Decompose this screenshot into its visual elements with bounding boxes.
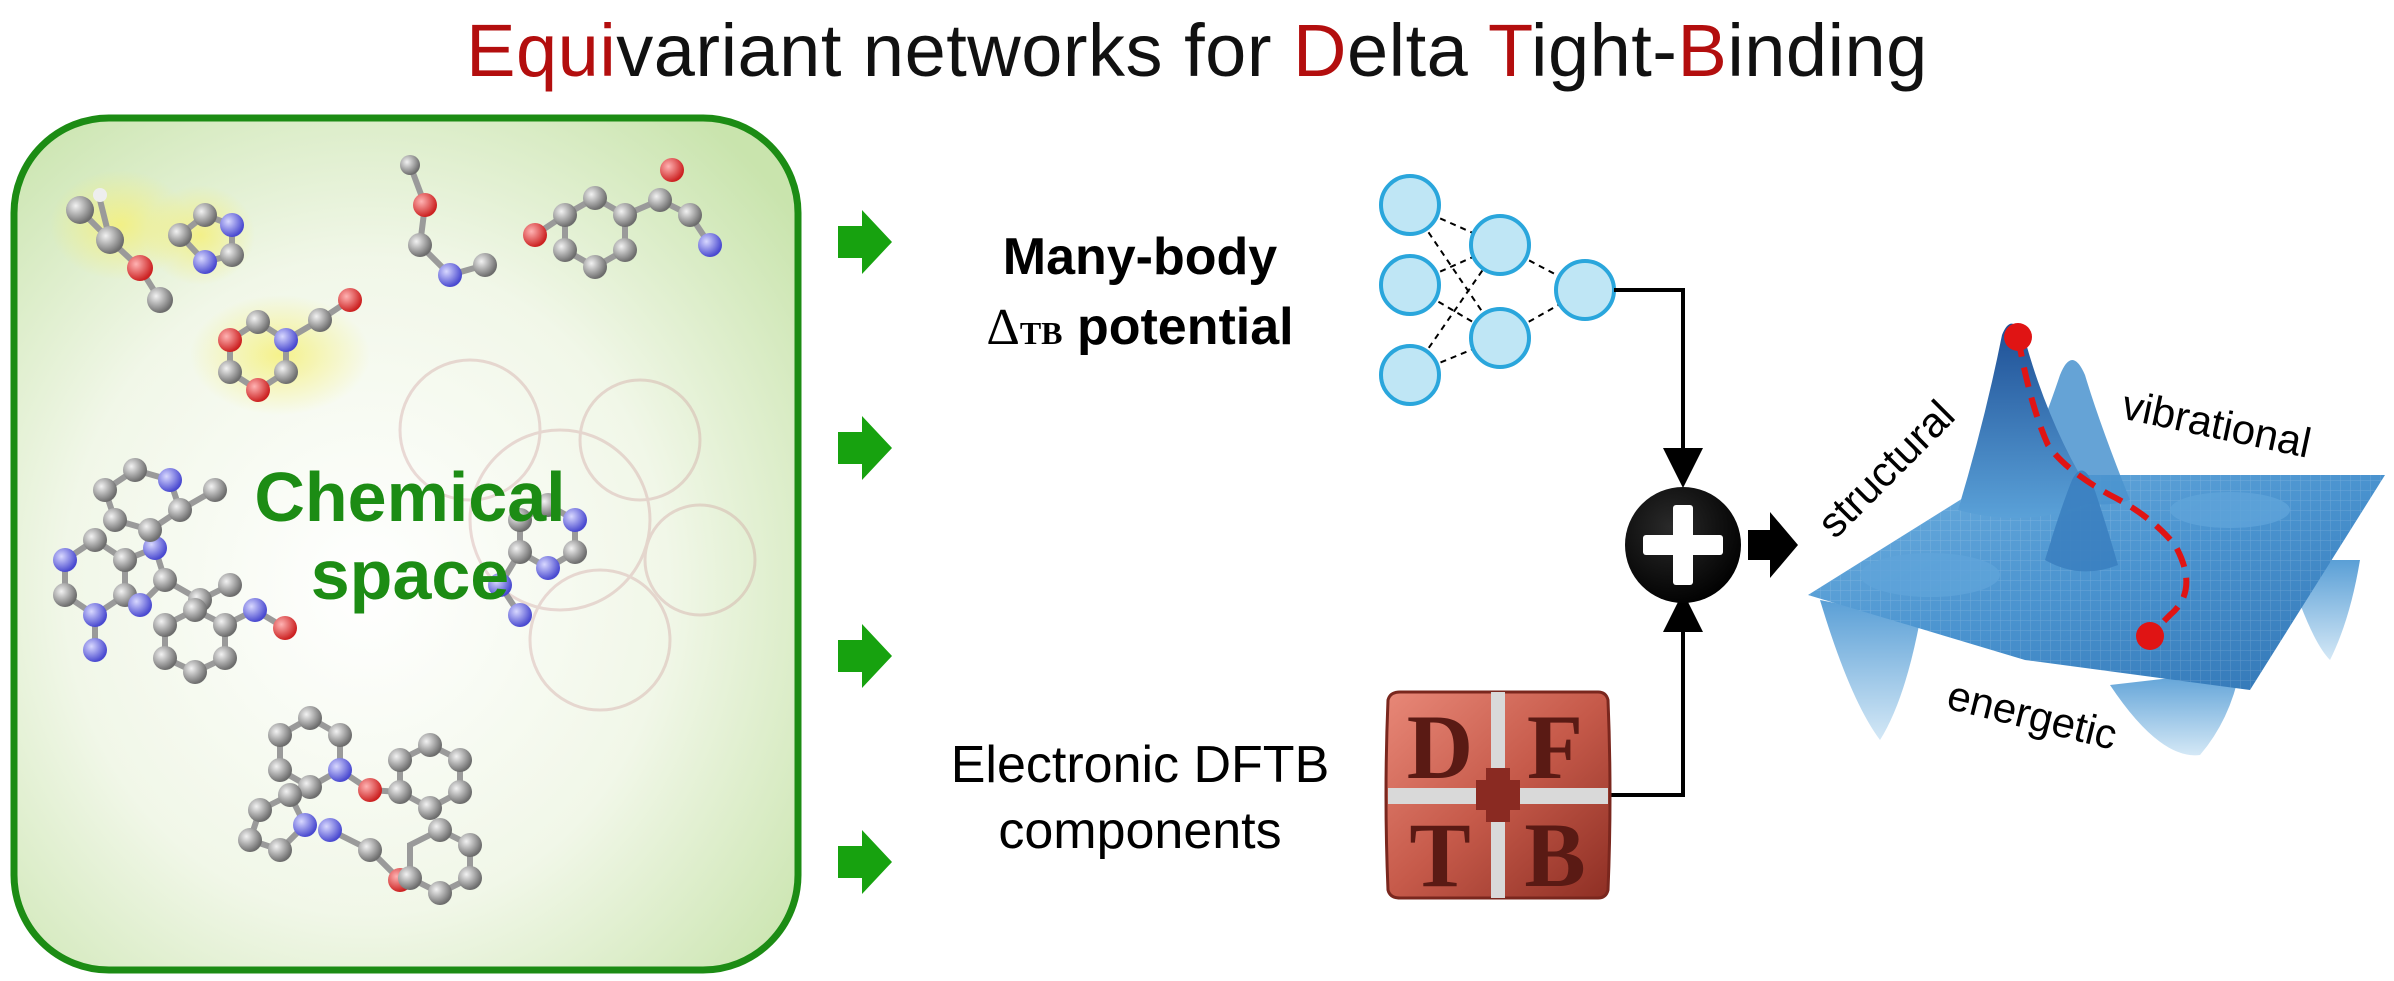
- connector-lines: [1610, 288, 1703, 797]
- chemical-space-line1: Chemical: [254, 458, 566, 536]
- molecule-icon: [523, 158, 722, 279]
- start-point: [2004, 323, 2032, 351]
- end-point: [2136, 622, 2164, 650]
- molecule-icon: [53, 528, 242, 662]
- molecule-icon: [400, 155, 497, 287]
- many-body-line2: ΔTB potential: [960, 292, 1320, 368]
- green-arrows: [838, 210, 892, 894]
- title-segment: elta: [1346, 9, 1489, 92]
- electronic-label: Electronic DFTB components: [910, 732, 1370, 864]
- molecule-icon: [66, 188, 173, 313]
- chemical-space-label: Chemical space: [230, 458, 590, 614]
- nn-node: [1554, 259, 1616, 321]
- delta-subscript: TB: [1019, 315, 1063, 351]
- arrow-right-icon: [838, 830, 892, 894]
- pes-label-energetic: energetic: [1943, 671, 2122, 758]
- arrow-right-icon: [838, 416, 892, 480]
- molecule-icon: [93, 458, 227, 542]
- molecule-icon: [218, 288, 362, 402]
- polymer-cluster: [398, 358, 757, 712]
- nn-node: [1469, 307, 1531, 369]
- molecule-icon: [238, 783, 317, 862]
- nn-node: [1379, 254, 1441, 316]
- dftb-letter-b: B: [1524, 804, 1585, 906]
- arrow-right-icon: [838, 210, 892, 274]
- arrow-right-icon: [838, 624, 892, 688]
- molecule-icon: [168, 203, 244, 274]
- many-body-label: Many-body ΔTB potential: [960, 222, 1320, 368]
- nn-node: [1469, 214, 1531, 276]
- title-segment: inding: [1727, 9, 1928, 92]
- plus-icon: [1625, 487, 1741, 603]
- chemical-space-panel: [10, 114, 802, 974]
- arrow-right-icon: [1748, 512, 1798, 578]
- molecule-icon: [153, 598, 297, 684]
- dftb-letter-d: D: [1407, 696, 1473, 798]
- molecule-icon: [488, 493, 587, 627]
- potential-energy-surface: structural vibrational energetic: [1808, 323, 2385, 759]
- molecule-glow: [190, 295, 370, 415]
- dftb-letter-t: T: [1409, 804, 1470, 906]
- nn-node: [1379, 174, 1441, 236]
- title-segment: ight-: [1531, 9, 1678, 92]
- title-accent-segment: T: [1488, 9, 1531, 92]
- title-segment: variant networks for: [616, 9, 1294, 92]
- figure-title: Equivariant networks for Delta Tight-Bin…: [0, 8, 2394, 93]
- chemical-space-line2: space: [310, 536, 510, 614]
- title-accent-segment: D: [1293, 9, 1347, 92]
- molecule-icon: [398, 818, 482, 905]
- pes-label-vibrational: vibrational: [2118, 381, 2315, 467]
- delta-symbol: Δ: [986, 299, 1020, 356]
- electronic-line1: Electronic DFTB: [950, 736, 1330, 794]
- dftb-letter-f: F: [1527, 696, 1583, 798]
- neural-network-icon: [1379, 174, 1616, 406]
- many-body-line1: Many-body: [1002, 228, 1278, 286]
- title-accent-segment: Equi: [466, 9, 617, 92]
- title-accent-segment: B: [1677, 9, 1728, 92]
- electronic-line2: components: [998, 802, 1282, 860]
- nn-node: [1379, 344, 1441, 406]
- molecule-icon: [268, 706, 472, 892]
- dftb-logo: D F T B: [1384, 690, 1612, 906]
- potential-text: potential: [1062, 298, 1294, 356]
